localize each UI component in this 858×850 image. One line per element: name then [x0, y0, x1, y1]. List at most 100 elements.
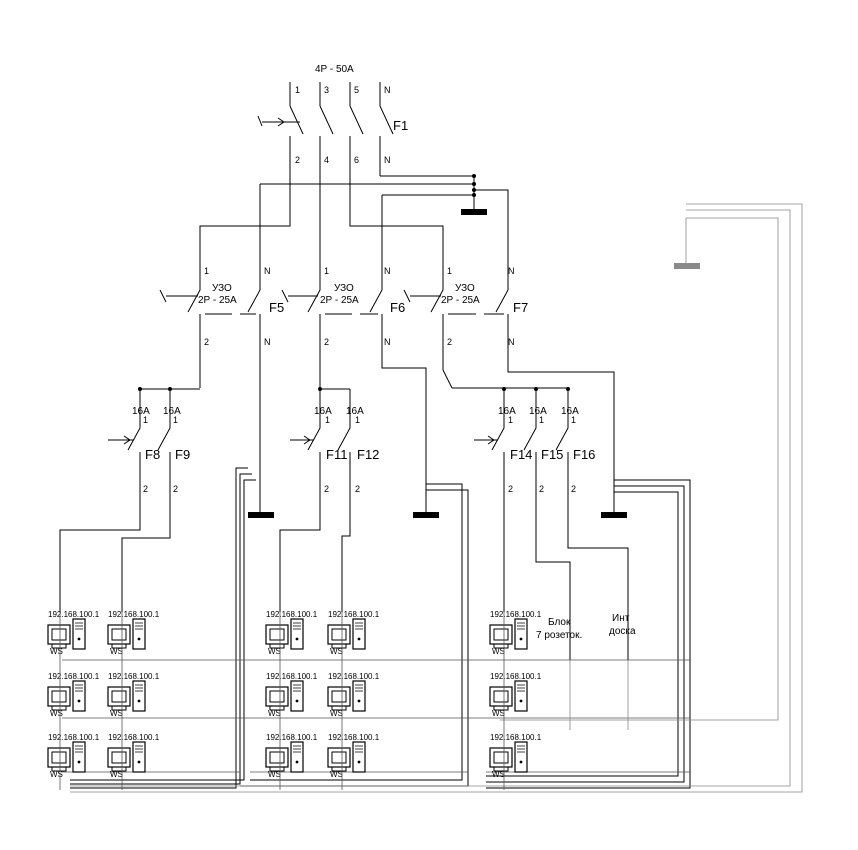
ws-ip: 192.168.100.1 — [108, 733, 160, 742]
f6-terminal-2: 2 — [324, 337, 329, 347]
breaker-f8: 16A 1 F8 2 — [59, 389, 160, 612]
ws-r2-c5[interactable]: 192.168.100.1WS — [489, 672, 542, 718]
ws-label: WS — [330, 770, 343, 779]
f8-terminal-2: 2 — [143, 484, 148, 494]
f1-terminal-1: 1 — [295, 85, 300, 95]
f16-label: F16 — [573, 447, 595, 462]
f7-label: F7 — [513, 300, 528, 315]
f9-label: F9 — [175, 447, 190, 462]
ws-r2-c4[interactable]: 192.168.100.1WS — [327, 672, 380, 718]
f5-terminal-n-top: N — [264, 266, 271, 276]
ws-feed-wiring — [59, 612, 505, 790]
ws-r3-c2[interactable]: 192.168.100.1WS — [107, 733, 160, 779]
f15-label: F15 — [541, 447, 563, 462]
ws-label: WS — [50, 770, 63, 779]
socket-block-label-line1: Блок — [548, 617, 571, 628]
main-neutral-busbar — [461, 209, 487, 215]
ws-label: WS — [110, 709, 123, 718]
board-label-line1: Инт — [612, 613, 630, 624]
f1-terminal-3: 3 — [324, 85, 329, 95]
ws-r3-c3[interactable]: 192.168.100.1WS — [265, 733, 318, 779]
f7-terminal-2: 2 — [447, 337, 452, 347]
neutral-return-wiring — [62, 467, 691, 789]
f5-terminal-1: 1 — [204, 266, 209, 276]
ws-ip: 192.168.100.1 — [266, 672, 318, 681]
neutral-busbar-f5 — [248, 512, 274, 518]
socket-block-load: Блок 7 розеток. — [536, 617, 582, 641]
f16-terminal-2: 2 — [571, 484, 576, 494]
f14-terminal-2: 2 — [508, 484, 513, 494]
ws-ip: 192.168.100.1 — [108, 610, 160, 619]
ws-r1-c5[interactable]: 192.168.100.1WS — [489, 610, 542, 656]
ws-label: WS — [268, 770, 281, 779]
f8-label: F8 — [145, 447, 160, 462]
neutral-busbar-f6 — [413, 512, 439, 518]
f1-terminal-n-top: N — [384, 85, 391, 95]
ws-label: WS — [492, 770, 505, 779]
ws-label: WS — [110, 647, 123, 656]
main-distribution-wiring — [199, 174, 509, 272]
f7-rating: 2P - 25A — [441, 295, 480, 306]
ws-r3-c1[interactable]: 192.168.100.1WS — [47, 733, 100, 779]
ws-r1-c2[interactable]: 192.168.100.1WS — [107, 610, 160, 656]
f16-rating: 16A — [561, 406, 579, 417]
board-load: Инт доска — [609, 613, 636, 637]
ws-ip: 192.168.100.1 — [328, 733, 380, 742]
ws-r1-c3[interactable]: 192.168.100.1WS — [265, 610, 318, 656]
f8-rating: 16A — [132, 406, 150, 417]
ws-ip: 192.168.100.1 — [490, 672, 542, 681]
f11-terminal-1: 1 — [325, 415, 330, 425]
ws-label: WS — [50, 647, 63, 656]
ws-r3-c5[interactable]: 192.168.100.1WS — [489, 733, 542, 779]
f7-terminal-n-top: N — [508, 266, 515, 276]
ws-label: WS — [268, 647, 281, 656]
ws-r3-c4[interactable]: 192.168.100.1WS — [327, 733, 380, 779]
branch-busses — [138, 387, 570, 396]
f14-terminal-1: 1 — [508, 415, 513, 425]
f1-terminal-5: 5 — [354, 85, 359, 95]
ws-ip: 192.168.100.1 — [328, 672, 380, 681]
board-label-line2: доска — [609, 626, 636, 637]
ws-r1-c4[interactable]: 192.168.100.1WS — [327, 610, 380, 656]
f12-rating: 16A — [346, 406, 364, 417]
f8-terminal-1: 1 — [143, 415, 148, 425]
main-breaker-rating: 4P - 50A — [315, 64, 354, 75]
earth-busbar — [674, 263, 700, 269]
ws-r2-c2[interactable]: 192.168.100.1WS — [107, 672, 160, 718]
breaker-f14: 16A 1 F14 2 — [474, 389, 532, 612]
breaker-f15: 16A 1 F15 2 — [523, 389, 571, 660]
ws-ip: 192.168.100.1 — [48, 672, 100, 681]
f1-label: F1 — [393, 118, 408, 133]
f6-terminal-n-top: N — [384, 266, 391, 276]
f7-type: УЗО — [455, 283, 475, 294]
breaker-f9: 16A 1 F9 2 — [121, 389, 190, 612]
ws-r2-c3[interactable]: 192.168.100.1WS — [265, 672, 318, 718]
f14-label: F14 — [510, 447, 532, 462]
f6-terminal-n-bottom: N — [384, 337, 391, 347]
f11-label: F11 — [326, 447, 347, 462]
ws-label: WS — [492, 647, 505, 656]
f6-label: F6 — [390, 300, 405, 315]
f1-terminal-2: 2 — [295, 155, 300, 165]
ws-ip: 192.168.100.1 — [48, 610, 100, 619]
f14-rating: 16A — [498, 406, 516, 417]
f12-terminal-2: 2 — [355, 484, 360, 494]
main-breaker-f1: 4P - 50A 1 3 5 N F1 2 4 6 N — [257, 64, 408, 180]
breaker-f12: 16A 1 F12 2 — [337, 389, 379, 612]
f15-rating: 16A — [529, 406, 547, 417]
ws-r2-c1[interactable]: 192.168.100.1WS — [47, 672, 100, 718]
rcd-f5: 1 N УЗО 2P - 25A F5 2 N — [159, 266, 284, 512]
ws-ip: 192.168.100.1 — [48, 733, 100, 742]
ws-label: WS — [492, 709, 505, 718]
ws-label: WS — [110, 770, 123, 779]
f9-rating: 16A — [163, 406, 181, 417]
socket-block-label-line2: 7 розеток. — [536, 630, 582, 641]
ws-r1-c1[interactable]: 192.168.100.1WS — [47, 610, 100, 656]
breaker-f11: 16A 1 F11 2 — [279, 396, 347, 612]
ws-label: WS — [268, 709, 281, 718]
f1-terminal-n-bottom: N — [384, 155, 391, 165]
f15-terminal-2: 2 — [539, 484, 544, 494]
f9-terminal-2: 2 — [173, 484, 178, 494]
f6-type: УЗО — [334, 283, 354, 294]
